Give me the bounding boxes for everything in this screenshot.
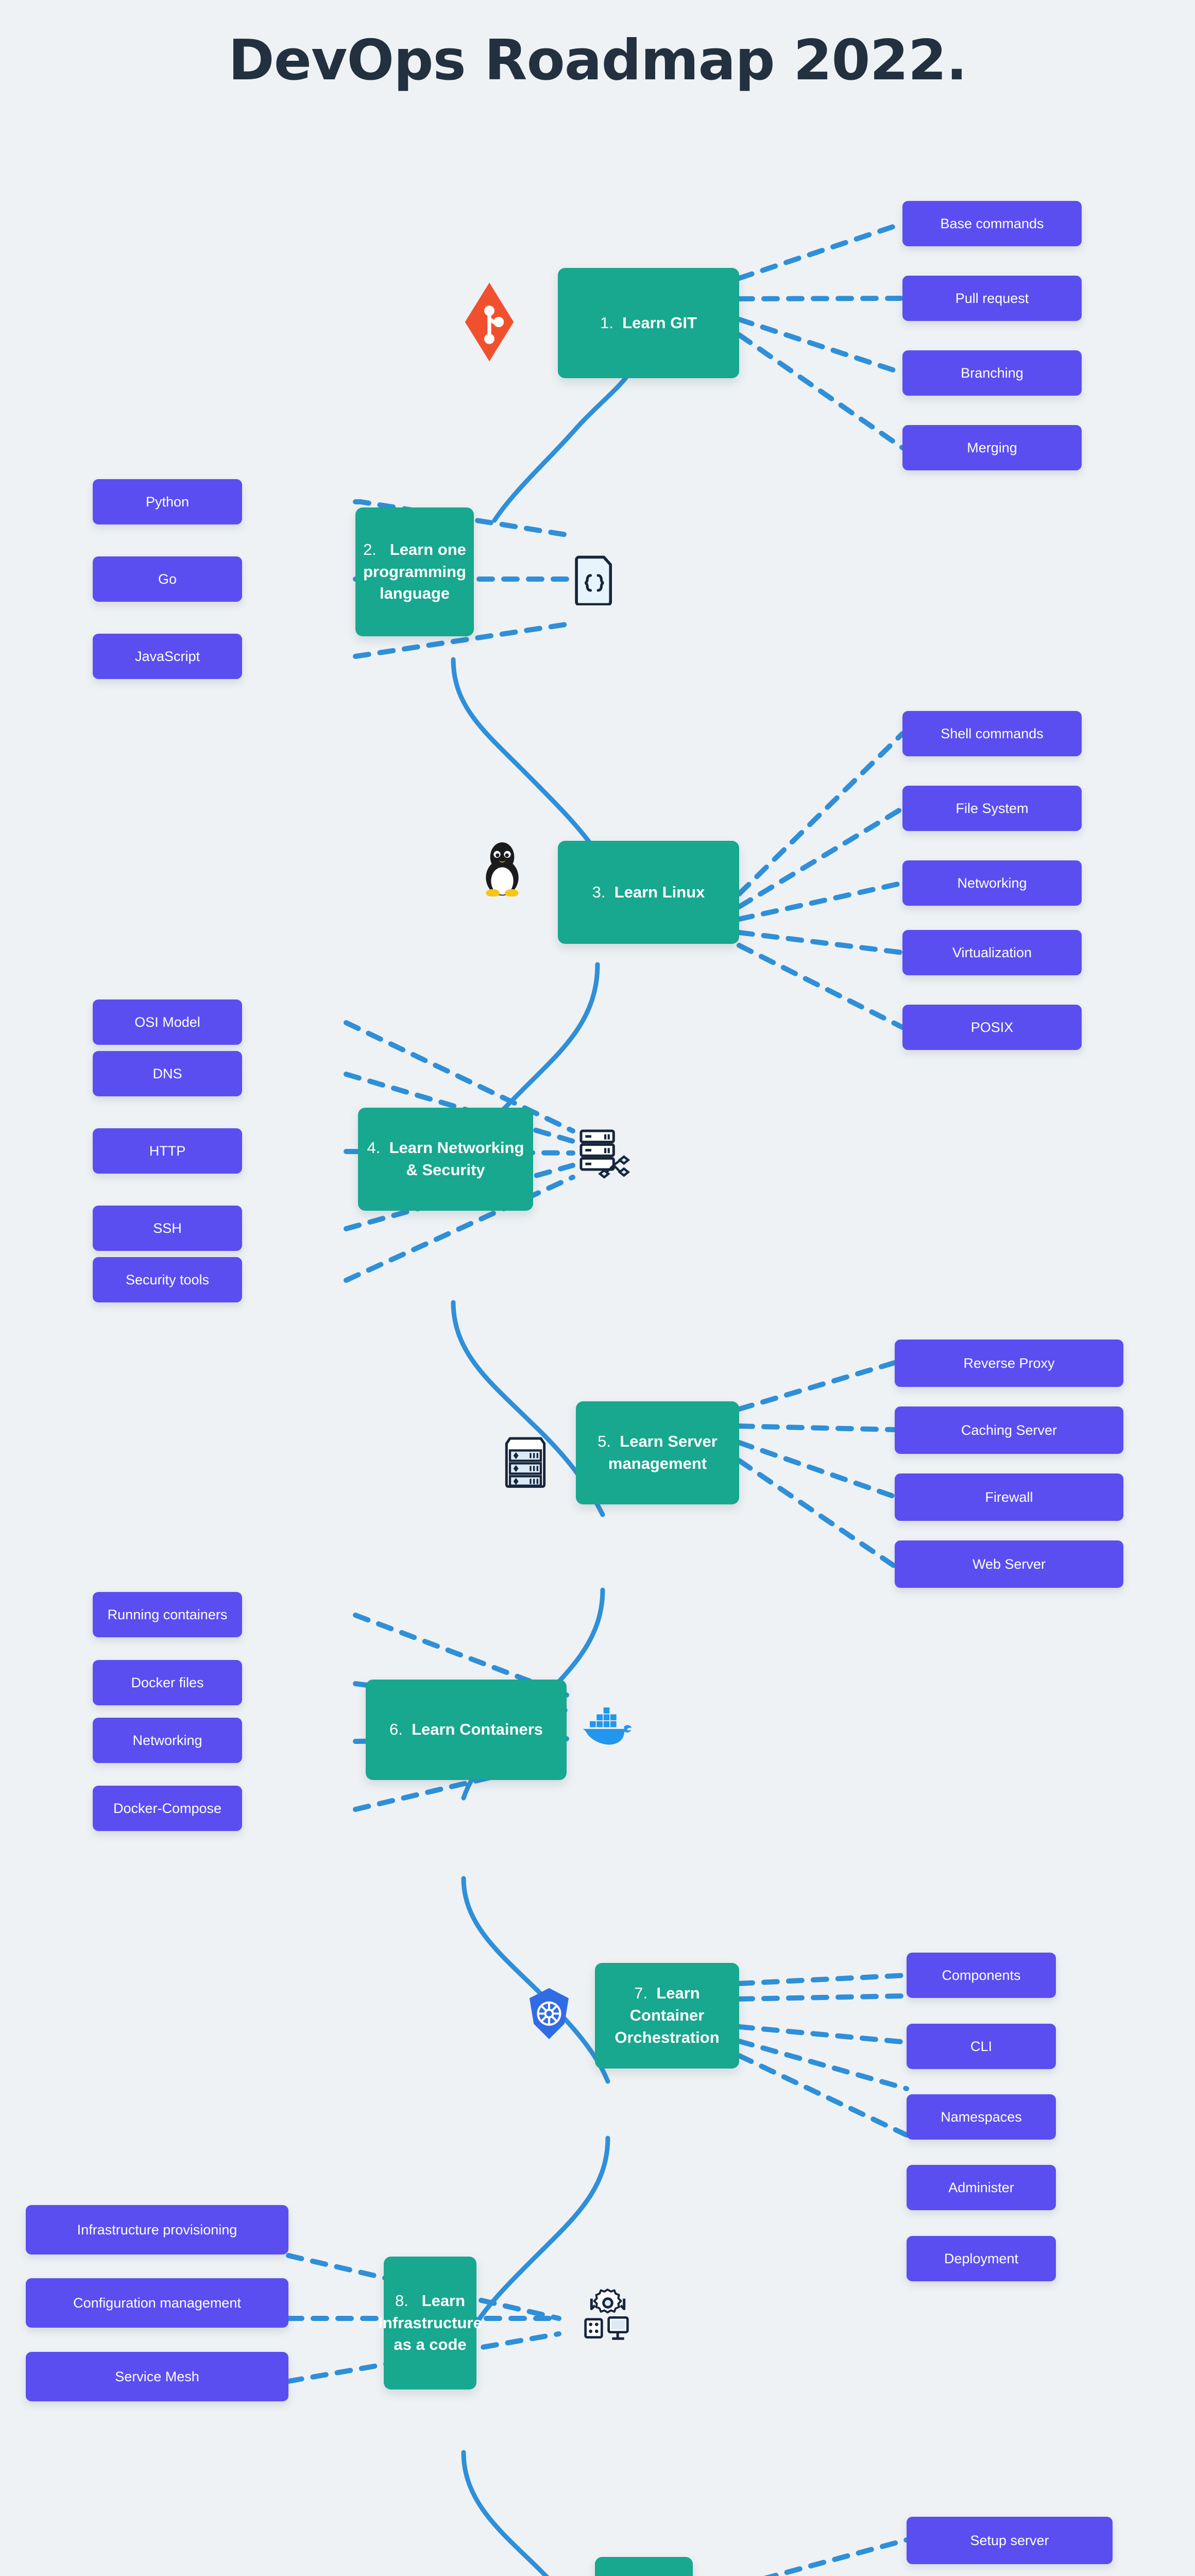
leaf-5-3[interactable]: Web Server — [895, 1540, 1123, 1588]
leaf-1-1[interactable]: Pull request — [902, 276, 1082, 321]
leaf-1-3[interactable]: Merging — [902, 425, 1082, 470]
leaf-1-2[interactable]: Branching — [902, 350, 1082, 396]
leaf-7-1[interactable]: CLI — [907, 2024, 1056, 2069]
step-label-3: Learn Linux — [614, 883, 705, 901]
leaf-6-3[interactable]: Docker-Compose — [93, 1786, 242, 1831]
step-label-1: Learn GIT — [622, 313, 697, 332]
git-icon — [465, 282, 514, 362]
leaf-2-1[interactable]: Go — [93, 556, 242, 602]
step-node-6[interactable]: 6. Learn Containers — [366, 1680, 567, 1780]
leaf-7-3[interactable]: Administer — [907, 2165, 1056, 2210]
leaf-4-0[interactable]: OSI Model — [93, 999, 242, 1045]
leaf-4-1[interactable]: DNS — [93, 1051, 242, 1096]
leaf-8-2[interactable]: Service Mesh — [26, 2352, 288, 2401]
step-label-7: Learn Container Orchestration — [614, 1984, 720, 2046]
leaf-4-2[interactable]: HTTP — [93, 1128, 242, 1174]
leaf-8-0[interactable]: Infrastructure provisioning — [26, 2205, 288, 2255]
leaf-5-2[interactable]: Firewall — [895, 1473, 1123, 1521]
code-braces-icon — [575, 555, 612, 605]
step-number-7: 7. — [634, 1984, 648, 2003]
leaf-3-1[interactable]: File System — [902, 786, 1082, 831]
leaf-6-1[interactable]: Docker files — [93, 1660, 242, 1705]
leaf-4-4[interactable]: Security tools — [93, 1257, 242, 1302]
leaf-5-0[interactable]: Reverse Proxy — [895, 1340, 1123, 1387]
leaf-7-4[interactable]: Deployment — [907, 2236, 1056, 2281]
network-server-icon — [579, 1129, 630, 1179]
step-node-2[interactable]: 2. Learn one programming language — [355, 507, 474, 636]
step-number-4: 4. — [367, 1139, 381, 1157]
step-number-6: 6. — [389, 1720, 403, 1739]
step-node-7[interactable]: 7. Learn Container Orchestration — [595, 1963, 739, 2069]
step-label-8: Learn Infrastructure as a code — [378, 2291, 482, 2354]
leaf-9-0[interactable]: Setup server — [907, 2517, 1113, 2564]
leaf-3-0[interactable]: Shell commands — [902, 711, 1082, 756]
step-label-6: Learn Containers — [412, 1720, 543, 1739]
step-number-3: 3. — [592, 883, 606, 901]
leaf-2-2[interactable]: JavaScript — [93, 634, 242, 679]
leaf-3-3[interactable]: Virtualization — [902, 930, 1082, 975]
step-label-4: Learn Networking & Security — [389, 1139, 524, 1179]
leaf-7-2[interactable]: Namespaces — [907, 2094, 1056, 2140]
leaf-7-0[interactable]: Components — [907, 1953, 1056, 1998]
leaf-4-3[interactable]: SSH — [93, 1206, 242, 1251]
leaf-3-2[interactable]: Networking — [902, 860, 1082, 906]
step-number-1: 1. — [600, 313, 613, 332]
step-node-8[interactable]: 8. Learn Infrastructure as a code — [378, 2257, 482, 2389]
docker-whale-icon — [583, 1707, 632, 1745]
step-label-5: Learn Server management — [608, 1432, 718, 1472]
leaf-6-0[interactable]: Running containers — [93, 1592, 242, 1637]
server-rack-icon — [505, 1437, 546, 1488]
step-node-1[interactable]: 1. Learn GIT — [558, 268, 739, 378]
step-node-4[interactable]: 4. Learn Networking & Security — [358, 1108, 533, 1211]
step-label-2: Learn one programming language — [363, 540, 466, 603]
step-number-8: 8. — [395, 2291, 408, 2310]
leaf-1-0[interactable]: Base commands — [902, 201, 1082, 246]
leaf-6-2[interactable]: Networking — [93, 1718, 242, 1763]
step-number-5: 5. — [598, 1432, 611, 1451]
step-node-3[interactable]: 3. Learn Linux — [558, 841, 739, 944]
linux-penguin-icon — [486, 842, 519, 896]
step-node-9[interactable]: 9. Learn CI/CD — [595, 2557, 693, 2576]
page-title: DevOps Roadmap 2022. — [228, 28, 967, 93]
leaf-5-1[interactable]: Caching Server — [895, 1406, 1123, 1454]
infrastructure-gear-icon — [584, 2289, 629, 2340]
step-node-5[interactable]: 5. Learn Server management — [576, 1401, 739, 1504]
leaf-2-0[interactable]: Python — [93, 479, 242, 524]
kubernetes-helm-icon — [529, 1988, 569, 2039]
leaf-3-4[interactable]: POSIX — [902, 1005, 1082, 1050]
leaf-8-1[interactable]: Configuration management — [26, 2278, 288, 2328]
step-number-2: 2. — [363, 540, 377, 558]
